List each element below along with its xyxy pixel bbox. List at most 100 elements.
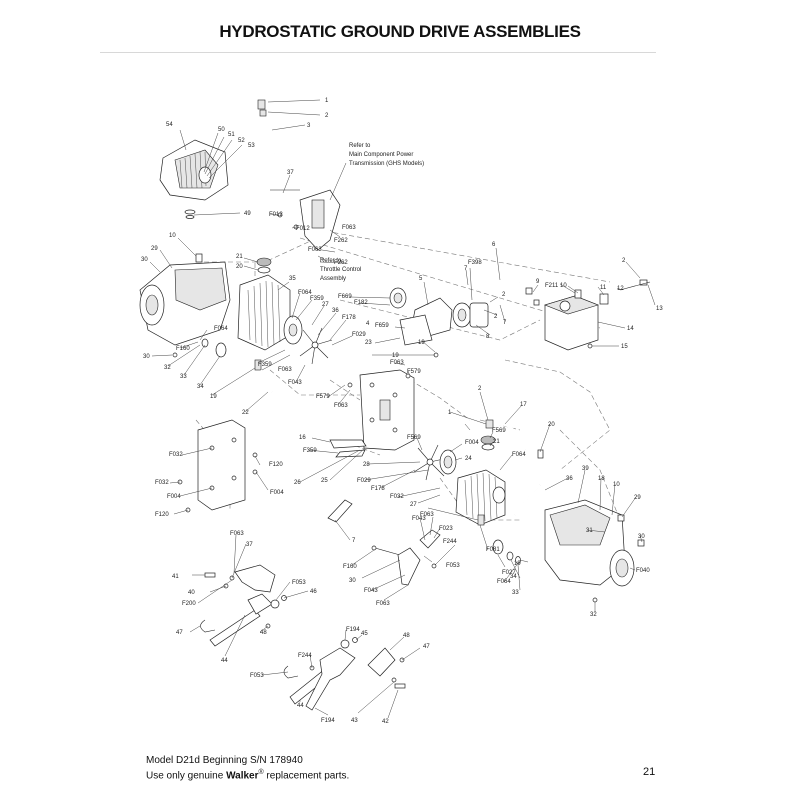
center-frame-plate	[347, 352, 439, 451]
note-power-transmission-3: Transmission (GHS Models)	[349, 161, 424, 167]
part-callout-label: F398	[468, 260, 482, 266]
part-callout-label: F160	[176, 346, 190, 352]
part-callout-label: 7	[503, 320, 507, 326]
part-callout-label: 12	[617, 286, 624, 292]
part-callout-label: 52	[238, 138, 245, 144]
part-callout-label: 13	[656, 306, 663, 312]
part-callout-label: 26	[294, 480, 301, 486]
part-callout-label: 11	[600, 285, 607, 291]
part-callout-label: 2	[478, 386, 482, 392]
part-callout-label: 20	[236, 264, 243, 270]
part-callout-label: 28	[363, 462, 370, 468]
part-callout-label: F194	[321, 718, 335, 724]
linkage-bars	[329, 439, 367, 458]
part-callout-label: 29	[151, 246, 158, 252]
part-callout-label: F669	[338, 294, 352, 300]
part-callout-label: 7	[352, 538, 356, 544]
part-callout-label: F053	[250, 673, 264, 679]
part-callout-label: F211	[545, 283, 559, 289]
part-callout-label: 33	[512, 590, 519, 596]
part-callout-label: F063	[390, 360, 404, 366]
part-callout-label: 2	[502, 292, 506, 298]
part-callout-label: F004	[167, 494, 181, 500]
part-callout-label: F359	[310, 296, 324, 302]
part-callout-label: F200	[182, 601, 196, 607]
footer-brand: Walker	[226, 770, 259, 782]
part-callout-label: 10	[560, 283, 567, 289]
part-callout-label: F032	[169, 452, 183, 458]
note-throttle-control-2: Throttle Control	[320, 267, 361, 273]
part-callout-label: F244	[298, 653, 312, 659]
right-hydro-housing	[514, 484, 645, 603]
right-small-fittings	[477, 514, 521, 564]
part-callout-label: 21	[236, 254, 243, 260]
note-throttle-control-3: Assembly	[320, 276, 346, 282]
left-fan-pulley	[283, 315, 333, 365]
part-callout-label: 47	[176, 630, 183, 636]
upper-pump-housing	[159, 139, 229, 219]
part-callout-label: F043	[364, 588, 378, 594]
part-callout-label: 19	[392, 353, 399, 359]
part-callout-label: 31	[586, 528, 593, 534]
part-callout-label: 19	[514, 561, 521, 567]
hose-17	[480, 419, 544, 459]
part-callout-label: 34	[197, 384, 204, 390]
part-callout-label: F012	[296, 226, 310, 232]
part-callout-label: 9	[536, 279, 540, 285]
part-callout-label: 14	[627, 326, 634, 332]
part-callout-label: 40	[188, 590, 195, 596]
part-callout-label: 42	[382, 719, 389, 725]
part-callout-label: 34	[510, 574, 517, 580]
part-callout-label: F063	[342, 225, 356, 231]
part-callout-label: F569	[492, 428, 506, 434]
part-callout-label: 18	[598, 476, 605, 482]
part-callout-label: 48	[403, 633, 410, 639]
part-callout-label: F063	[420, 512, 434, 518]
part-callout-label: F063	[278, 367, 292, 373]
part-callout-label: 30	[143, 354, 150, 360]
part-callout-label: 46	[310, 589, 317, 595]
part-callout-label: F359	[303, 448, 317, 454]
part-callout-label: F659	[375, 323, 389, 329]
control-linkage	[327, 499, 441, 586]
part-callout-label: 47	[423, 644, 430, 650]
part-callout-label: 36	[566, 476, 573, 482]
left-bracket-plate	[177, 419, 258, 513]
reservoir-tank	[525, 279, 651, 351]
part-callout-label: F043	[412, 516, 426, 522]
part-callout-label: 10	[613, 482, 620, 488]
footer-parts-notice: Use only genuine Walker® replacement par…	[146, 767, 349, 782]
part-callout-label: 30	[638, 534, 645, 540]
part-callout-label: 7	[464, 266, 468, 272]
part-callout-label: 27	[322, 302, 329, 308]
top-hose-fittings	[257, 99, 291, 166]
part-callout-label: 53	[248, 143, 255, 149]
part-callout-label: F004	[465, 440, 479, 446]
part-callout-label: 41	[172, 574, 179, 580]
footer-registered: ®	[258, 769, 264, 776]
part-callout-label: F032	[155, 480, 169, 486]
part-callout-label: F359	[258, 362, 272, 368]
note-throttle-control-1: Refer to	[320, 258, 342, 264]
reference-notes: Refer to Main Component Power Transmissi…	[320, 143, 424, 282]
left-hydro-housing	[139, 253, 231, 346]
part-callout-label: 44	[297, 703, 304, 709]
part-callout-label: F064	[214, 326, 228, 332]
part-callout-label: 30	[349, 578, 356, 584]
part-callout-label: F120	[269, 462, 283, 468]
part-callout-label: F178	[371, 486, 385, 492]
part-callout-label: 6	[492, 242, 496, 248]
part-callout-label: 37	[246, 542, 253, 548]
assembly-guide-lines	[195, 231, 621, 521]
part-callout-label: 10	[169, 233, 176, 239]
part-callout-label: 21	[493, 439, 500, 445]
part-callout-label: F064	[512, 452, 526, 458]
part-callout-label: F064	[497, 579, 511, 585]
part-callout-label: 4	[366, 321, 370, 327]
part-callout-label: F569	[407, 435, 421, 441]
part-callout-label: 30	[141, 257, 148, 263]
part-callout-label: 54	[166, 122, 173, 128]
part-callout-label: F262	[334, 238, 348, 244]
part-callout-label: 23	[365, 340, 372, 346]
